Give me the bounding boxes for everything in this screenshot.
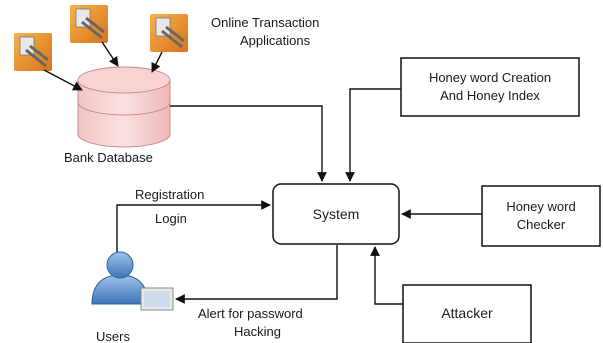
application-icon — [150, 14, 188, 52]
database-label: Bank Database — [64, 150, 153, 165]
alert-label-line2: Hacking — [234, 324, 281, 339]
arrow-creation-to-system — [345, 88, 401, 182]
arrow-attacker-to-system — [370, 246, 403, 305]
arrow-app1-to-db — [43, 69, 83, 91]
bank-database-icon — [77, 66, 171, 148]
apps-label-line1: Online Transaction — [211, 15, 319, 30]
honey-creation-line2: And Honey Index — [440, 88, 540, 103]
honey-checker-line1: Honey word — [506, 199, 575, 214]
honey-checker-line2: Checker — [517, 217, 566, 232]
users-icon — [91, 251, 174, 311]
honey-word-checker-box — [481, 185, 601, 247]
arrow-app3-to-db — [151, 51, 163, 73]
system-label: System — [313, 206, 360, 222]
apps-label-line2: Applications — [240, 33, 311, 48]
arrow-app2-to-db — [101, 41, 119, 67]
honey-word-creation-box — [400, 57, 580, 117]
arrow-db-to-system — [170, 105, 327, 182]
arrow-users-to-system — [116, 200, 271, 252]
alert-label-line1: Alert for password — [198, 306, 303, 321]
system-box — [272, 183, 400, 245]
attacker-label: Attacker — [441, 305, 493, 321]
login-label: Login — [155, 211, 187, 226]
users-label: Users — [96, 329, 130, 343]
arrow-system-to-users — [175, 245, 338, 304]
application-icon — [70, 5, 108, 43]
registration-label: Registration — [135, 187, 204, 202]
attacker-box — [402, 284, 532, 343]
application-icon — [14, 33, 52, 71]
honey-creation-line1: Honey word Creation — [429, 70, 551, 85]
